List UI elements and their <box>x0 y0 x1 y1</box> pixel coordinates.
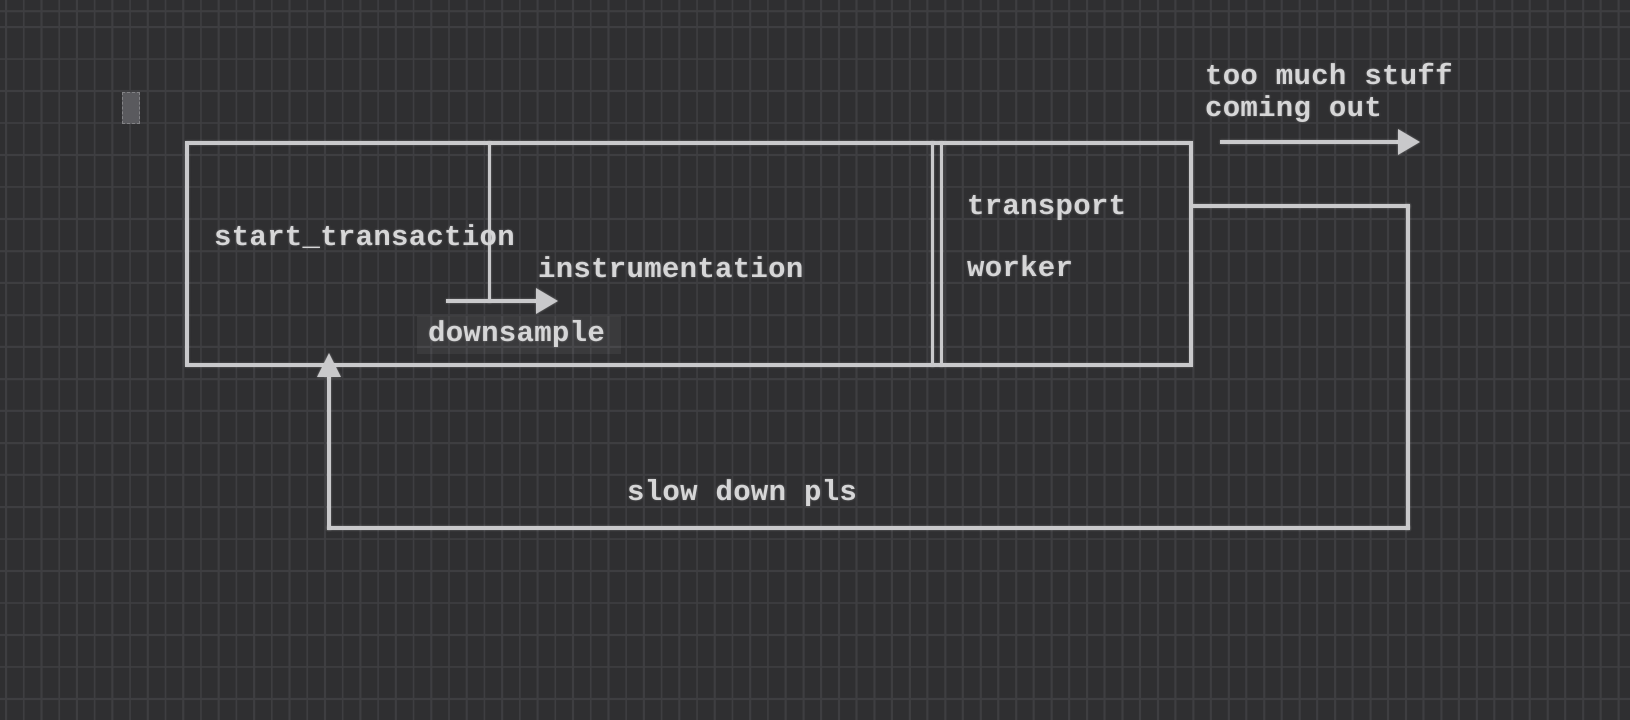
output-arrow-shaft[interactable] <box>1220 140 1400 144</box>
feedback-line-bottom[interactable] <box>327 526 1410 530</box>
feedback-line-top[interactable] <box>1193 204 1410 208</box>
label-slow-down[interactable]: slow down pls <box>627 476 858 509</box>
label-downsample[interactable]: downsample <box>428 317 606 350</box>
downsample-branch-line[interactable] <box>488 141 491 303</box>
stage-divider-line-right[interactable] <box>940 141 943 367</box>
arrowhead-right-icon <box>536 288 558 314</box>
pipeline-box[interactable] <box>185 141 1193 367</box>
feedback-line-left[interactable] <box>327 374 331 530</box>
output-note-line2[interactable]: coming out <box>1205 92 1383 125</box>
text-cursor <box>122 92 140 124</box>
label-start-transaction[interactable]: start_transaction <box>214 221 515 254</box>
feedback-line-right[interactable] <box>1406 204 1410 530</box>
stage-divider-line-left[interactable] <box>931 141 934 367</box>
label-instrumentation[interactable]: instrumentation <box>538 253 804 286</box>
output-note-line1[interactable]: too much stuff <box>1205 60 1453 93</box>
arrowhead-up-icon <box>317 353 341 377</box>
downsample-arrow-shaft[interactable] <box>446 299 538 303</box>
label-transport[interactable]: transport <box>967 190 1127 223</box>
label-worker[interactable]: worker <box>967 252 1074 285</box>
arrowhead-right-icon <box>1398 129 1420 155</box>
downsample-label-highlight <box>417 316 621 354</box>
